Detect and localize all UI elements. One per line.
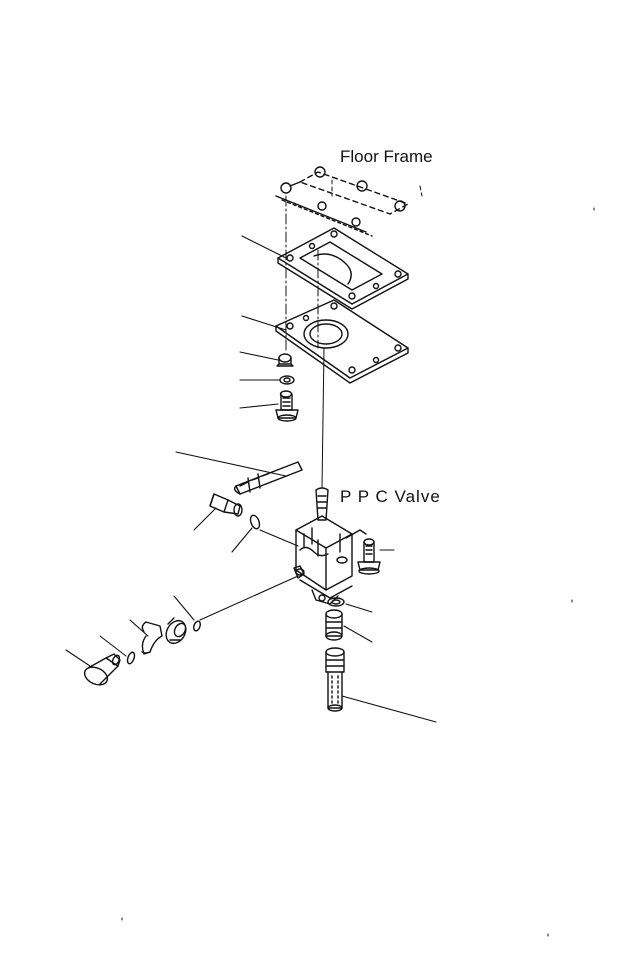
cover-plate <box>278 228 408 309</box>
lever-rod <box>235 462 302 494</box>
elbow-fitting <box>210 494 242 516</box>
hose-end <box>82 654 121 688</box>
hose-o-ring <box>192 620 201 631</box>
leader-lines <box>66 236 436 722</box>
specks <box>122 208 594 936</box>
hose-elbow <box>142 622 162 654</box>
ppc-valve-body <box>294 488 366 604</box>
mounting-bolt <box>358 539 380 574</box>
bolt <box>276 391 298 421</box>
floor-frame-plate <box>276 167 408 236</box>
adapter <box>326 610 342 640</box>
centre-lines <box>286 180 422 488</box>
rod-end <box>326 648 344 711</box>
valve-o-ring <box>328 598 344 606</box>
o-ring <box>249 514 261 530</box>
floor-frame-label: Floor Frame <box>340 147 433 166</box>
hose-washer <box>126 651 136 664</box>
hose-fitting <box>162 617 190 647</box>
washer <box>280 376 294 384</box>
ppc-valve-label: P P C Valve <box>340 487 441 506</box>
plug <box>277 354 293 366</box>
gasket <box>276 300 408 383</box>
